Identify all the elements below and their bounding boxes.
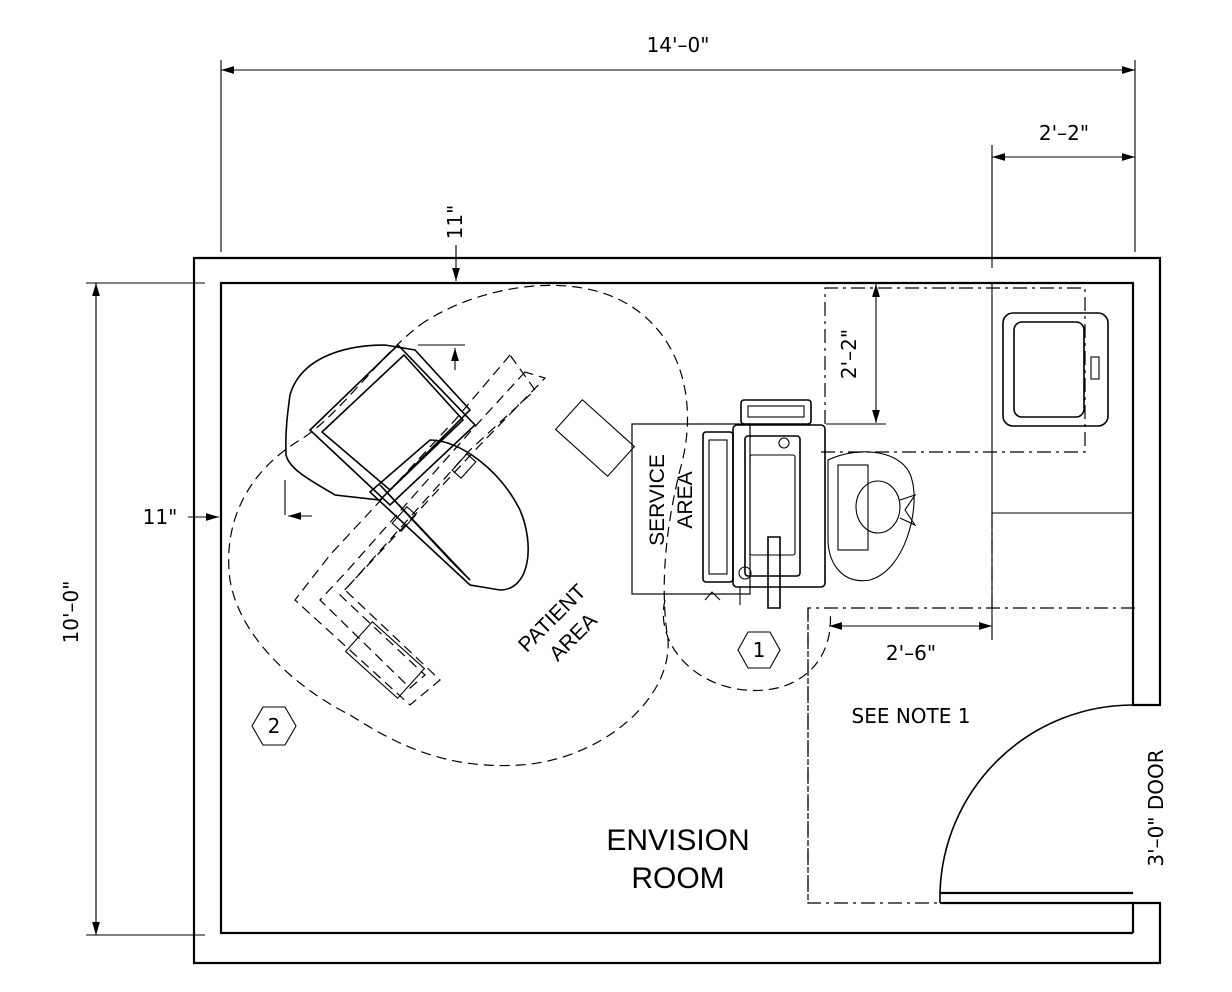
room-name-line2: ROOM bbox=[631, 862, 724, 895]
tag-2-label: 2 bbox=[268, 714, 281, 738]
width-dimension-label: 14'–0" bbox=[647, 33, 710, 57]
door-swing bbox=[939, 704, 1134, 903]
depth-dimension-label: 10'–0" bbox=[59, 581, 83, 644]
tag-2: 2 bbox=[251, 706, 297, 746]
depth-dimension: 10'–0" bbox=[59, 282, 205, 936]
operator-console bbox=[702, 399, 826, 609]
tag-1: 1 bbox=[737, 631, 781, 669]
clearance-zones bbox=[807, 287, 1135, 904]
console-clearance-label: 2'–6" bbox=[886, 641, 936, 665]
console-clearance-dimension: 2'–6" bbox=[829, 520, 993, 665]
cabinet-width-label: 2'–2" bbox=[1039, 121, 1089, 145]
operator-figure bbox=[827, 451, 917, 582]
width-dimension: 14'–0" bbox=[220, 33, 1136, 252]
wall-cabinet bbox=[991, 283, 1133, 514]
left-clearance-dimension: 11" bbox=[143, 505, 219, 529]
patient-area-zone bbox=[228, 284, 751, 767]
service-depth-label: 2'–2" bbox=[837, 329, 861, 379]
left-clearance-label: 11" bbox=[143, 505, 178, 529]
service-depth-dimension: 2'–2" bbox=[826, 282, 886, 425]
room-name-line1: ENVISION bbox=[606, 824, 749, 857]
service-area-label: SERVICE AREA bbox=[646, 454, 697, 546]
door-label: 3'–0" DOOR bbox=[1144, 749, 1168, 866]
top-clearance-label: 11" bbox=[443, 205, 467, 240]
c-arm-gantry bbox=[284, 343, 636, 706]
patient-area-label: PATIENT AREA bbox=[514, 580, 602, 666]
room-name: ENVISION ROOM bbox=[606, 824, 749, 895]
console-swing-zone bbox=[662, 599, 832, 692]
cabinet-width-dimension: 2'–2" bbox=[991, 121, 1135, 268]
top-clearance-dimension: 11" bbox=[443, 205, 467, 281]
room-walls bbox=[192, 256, 1162, 965]
service-area-line1: SERVICE bbox=[646, 454, 669, 546]
service-area-line2: AREA bbox=[674, 471, 697, 528]
tag-1-label: 1 bbox=[753, 638, 766, 662]
see-note-label: SEE NOTE 1 bbox=[852, 704, 971, 728]
